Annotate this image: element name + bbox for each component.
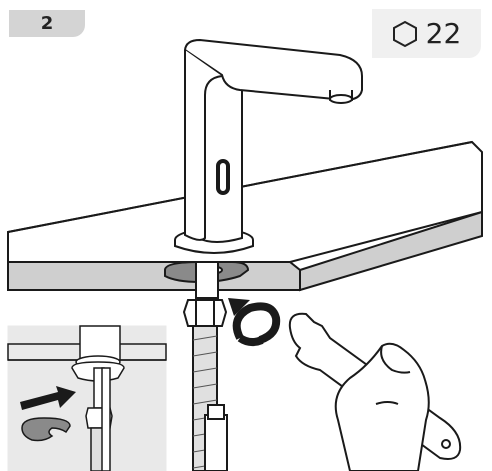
- tool-size-badge: 22: [372, 9, 481, 58]
- tool-size: 22: [425, 17, 462, 50]
- faucet: [174, 38, 363, 254]
- hand: [334, 342, 430, 471]
- step-number-badge: 2: [9, 10, 85, 37]
- hexagon-icon: [392, 20, 418, 48]
- step-number: 2: [40, 13, 54, 34]
- inset-detail: [7, 325, 167, 471]
- hex-nut: [182, 299, 228, 327]
- push-arrow: [20, 386, 76, 410]
- washer-detail: [21, 417, 71, 442]
- supply-hoses: [182, 261, 228, 471]
- rotation-arrow: [228, 298, 281, 347]
